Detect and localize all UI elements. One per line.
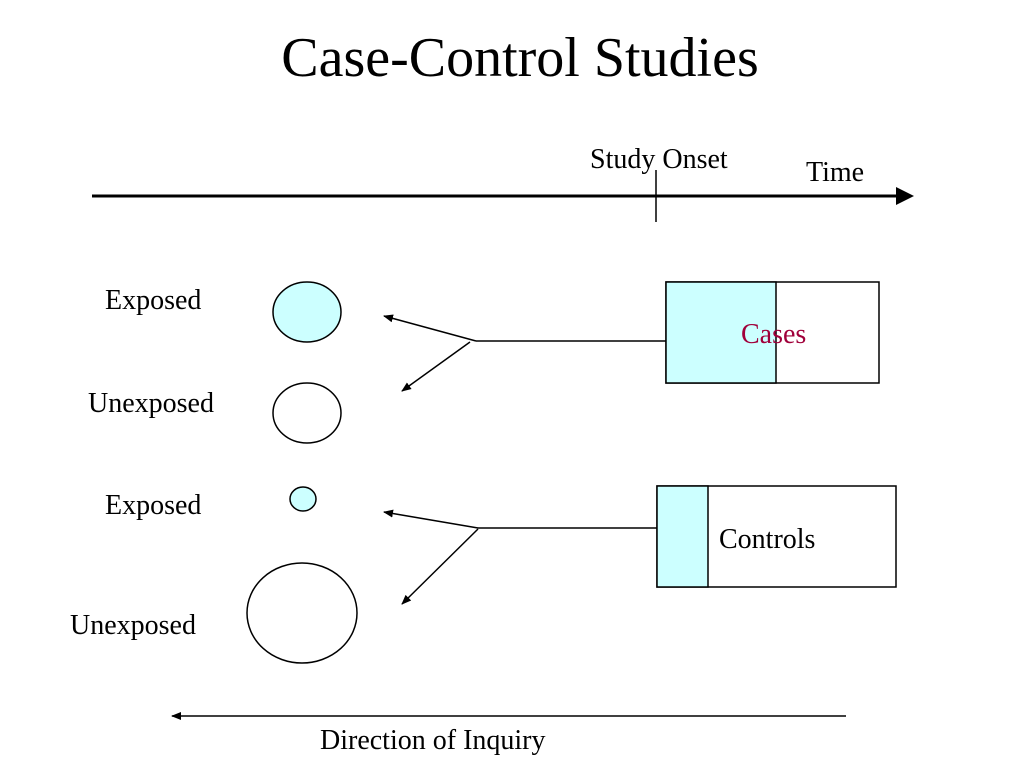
cases-exposed-arrow [383, 314, 477, 342]
controls-label: Controls [719, 524, 816, 555]
controls-exposed-portion [656, 485, 709, 588]
cases-label: Cases [741, 319, 807, 350]
time-axis-arrowhead [896, 187, 914, 205]
cases-exposed-portion [665, 281, 777, 384]
controls-exposed-arrow [383, 509, 479, 529]
time-label: Time [806, 157, 865, 188]
group-label-controls-unexposed: Unexposed [70, 610, 196, 641]
group-label-cases-unexposed: Unexposed [88, 388, 214, 419]
cases-unexposed-arrow [401, 341, 471, 392]
group-label-cases-exposed: Exposed [105, 285, 202, 316]
controls-unexposed-circle [246, 562, 358, 664]
cases-unexposed-circle [272, 382, 342, 444]
controls-unexposed-arrow [401, 528, 479, 605]
controls-exposed-circle [289, 486, 317, 512]
inquiry-label: Direction of Inquiry [320, 725, 546, 756]
group-label-controls-exposed: Exposed [105, 490, 202, 521]
page-title: Case-Control Studies [281, 27, 759, 89]
cases-exposed-circle [272, 281, 342, 343]
study-onset-label: Study Onset [590, 144, 728, 175]
